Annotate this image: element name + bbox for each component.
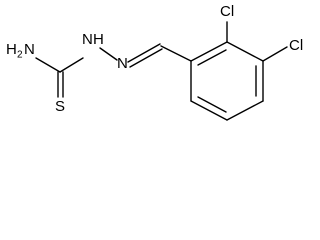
bond-ring-cl2: [262, 46, 288, 62]
ring-bond-4: [226, 100, 264, 121]
atom-label-layer: H 2 N S N H N Cl Cl: [6, 3, 303, 115]
bond-c-nh: [59, 57, 84, 73]
bond-nh2-c: [35, 57, 61, 73]
atom-hydrazine-n: N: [82, 31, 93, 48]
bond-layer: [35, 21, 288, 121]
bond-ch-ring: [160, 45, 192, 62]
bond-nh-n: [99, 47, 118, 61]
atom-chlorine-2: Cl: [289, 37, 303, 54]
atom-amine-n: N: [24, 41, 35, 58]
chemical-structure: H 2 N S N H N Cl Cl: [6, 3, 303, 121]
ring-bond-2: [226, 41, 264, 62]
atom-amine-sub: 2: [17, 50, 23, 61]
atom-hydrazine-h: H: [93, 31, 104, 48]
ring-bond-1: [190, 41, 228, 62]
ring-inner-1: [197, 49, 227, 66]
atom-chlorine-1: Cl: [220, 3, 234, 20]
ring-bond-5: [190, 100, 228, 121]
bond-n-ch-b: [129, 48, 163, 68]
atom-amine-h: H: [6, 41, 17, 58]
atom-sulfur: S: [55, 98, 65, 115]
bond-n-ch-a: [127, 43, 161, 63]
atom-imine-n: N: [117, 55, 128, 72]
ring-inner-3: [197, 96, 227, 113]
